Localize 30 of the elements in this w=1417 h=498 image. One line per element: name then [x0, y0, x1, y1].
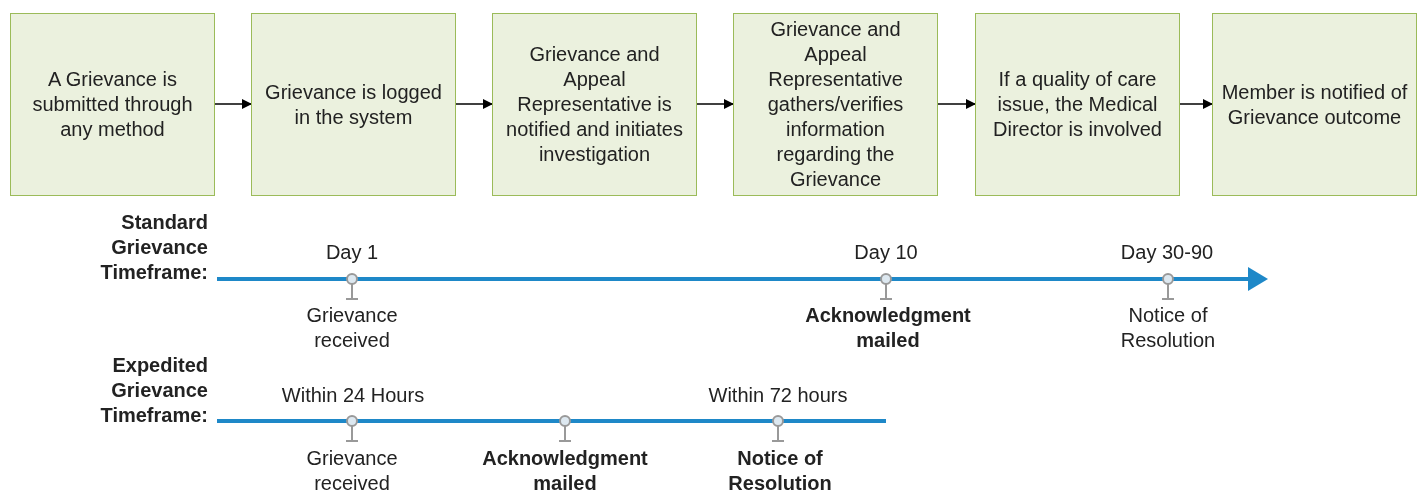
process-box	[10, 13, 215, 196]
milestone-label: Within 24 Hours	[280, 383, 426, 408]
milestone-caption: Notice of Resolution	[1119, 303, 1217, 353]
milestone-caption: Grievance received	[305, 303, 399, 353]
process-box	[1212, 13, 1417, 196]
box-text: Grievance is logged in the system	[264, 79, 443, 130]
box-text: A Grievance is submitted through any method	[31, 67, 194, 142]
milestone-label: Day 10	[853, 240, 919, 265]
arrow	[937, 99, 976, 109]
process-box	[733, 13, 938, 196]
arrow	[696, 99, 734, 109]
process-box	[492, 13, 697, 196]
timeframe-heading: Standard Grievance Timeframe:	[99, 210, 208, 285]
milestone-caption: Notice of Resolution	[727, 446, 833, 496]
arrow	[214, 99, 252, 109]
box-text: Grievance and Appeal Representative is notified and initiates investigation	[505, 42, 684, 167]
milestone-caption: Acknowledgment mailed	[481, 446, 649, 496]
arrow	[1179, 99, 1213, 109]
timeframe-heading: Expedited Grievance Timeframe:	[99, 353, 208, 428]
process-box	[251, 13, 456, 196]
process-box	[975, 13, 1180, 196]
box-text: If a quality of care issue, the Medical Director is involved	[992, 67, 1163, 142]
milestone-caption: Grievance received	[305, 446, 399, 496]
box-text: Grievance and Appeal Representative gathers/verifies information regarding the Grievance	[766, 17, 905, 192]
milestone-label: Within 72 hours	[707, 383, 849, 408]
box-text: Member is notified of Grievance outcome	[1220, 79, 1409, 130]
arrow	[455, 99, 493, 109]
milestone-caption: Acknowledgment mailed	[804, 303, 972, 353]
milestone-label: Day 30-90	[1119, 240, 1215, 265]
milestone-label: Day 1	[324, 240, 380, 265]
